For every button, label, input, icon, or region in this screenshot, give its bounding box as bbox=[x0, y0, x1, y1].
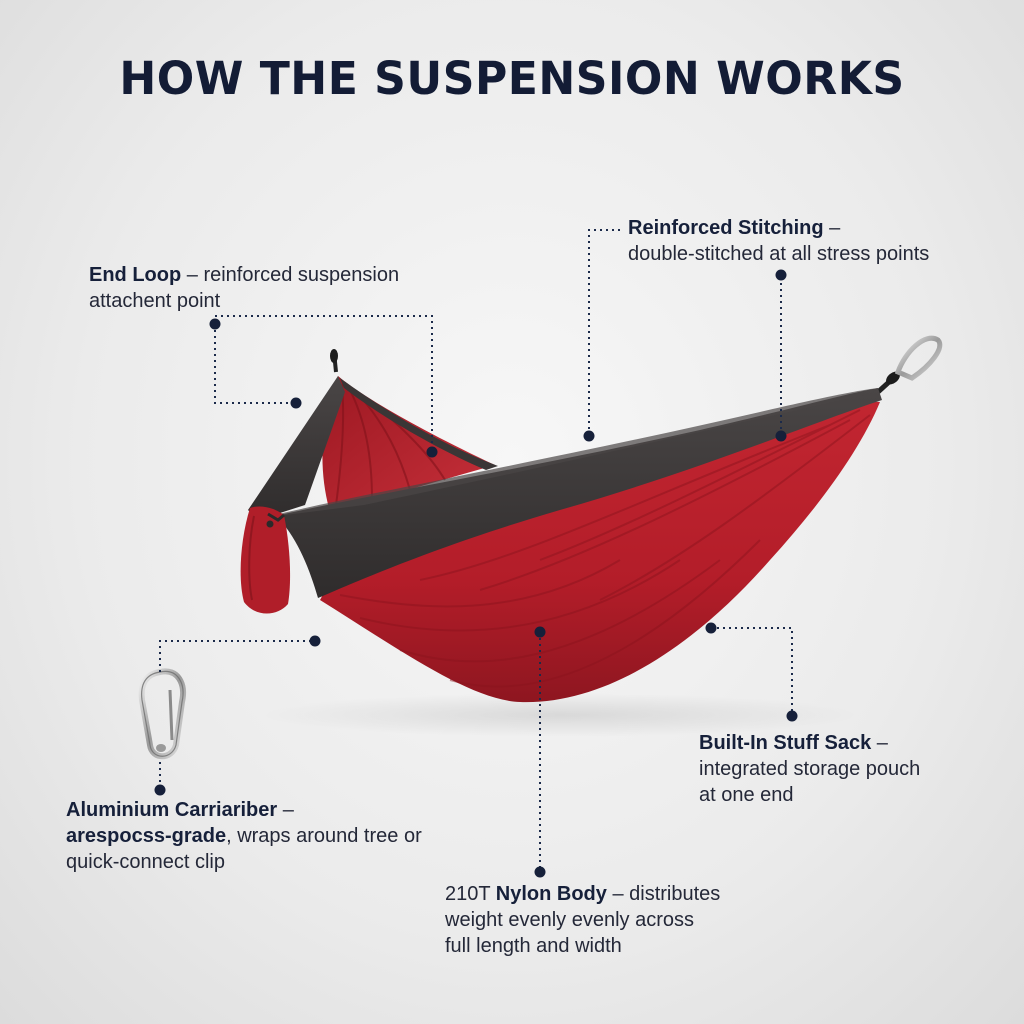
carabiner-grade: arespocss-grade bbox=[66, 825, 227, 847]
stuff-sack-desc-3: at one end bbox=[699, 784, 794, 806]
leader-carabiner bbox=[159, 640, 315, 672]
end-loop-desc-2: attachent point bbox=[89, 290, 221, 312]
callout-reinforced-stitching: Reinforced Stitching – double-stitched a… bbox=[628, 215, 929, 267]
leader-end-loop-a bbox=[214, 324, 296, 404]
stuff-sack-desc-1: – bbox=[871, 732, 888, 754]
nylon-desc-2: weight evenly evenly across bbox=[445, 909, 695, 931]
left-end-cord bbox=[330, 349, 338, 373]
leader-end-loop-b bbox=[215, 315, 433, 450]
stuff-sack bbox=[240, 506, 291, 614]
hammock-gray-hem bbox=[258, 388, 882, 598]
hammock-red-body bbox=[285, 400, 880, 703]
end-loop-desc-1: – reinforced suspension bbox=[181, 264, 400, 286]
callout-carabiner: Aluminium Carriariber – arespocss-grade,… bbox=[66, 797, 422, 875]
leader-dots bbox=[154, 269, 798, 878]
carabiner-desc-3: quick-connect clip bbox=[66, 851, 225, 873]
hammock-left-hem bbox=[248, 376, 345, 520]
carabiner-desc-2: , wraps around tree or bbox=[226, 825, 422, 847]
stitching-desc-2: double-stitched at all stress points bbox=[628, 243, 930, 265]
carabiner-desc-1: – bbox=[277, 799, 294, 821]
page-title: HOW THE SUSPENSION WORKS bbox=[119, 52, 905, 105]
hammock-inner-left bbox=[322, 376, 495, 512]
callout-nylon-body: 210T Nylon Body – distributes weight eve… bbox=[445, 881, 720, 959]
stitching-name: Reinforced Stitching bbox=[628, 217, 824, 239]
leader-lines bbox=[159, 229, 793, 872]
leader-stitching-a bbox=[588, 229, 620, 436]
end-loop-name: End Loop bbox=[89, 264, 182, 286]
right-end-hardware bbox=[876, 335, 943, 394]
callout-stuff-sack: Built-In Stuff Sack – integrated storage… bbox=[699, 730, 920, 808]
body-pleats bbox=[339, 409, 871, 688]
stuff-sack-desc-2: integrated storage pouch bbox=[699, 758, 921, 780]
carabiner-name: Aluminium Carriariber bbox=[66, 799, 278, 821]
stuff-sack-name: Built-In Stuff Sack bbox=[699, 732, 872, 754]
carabiner-icon bbox=[138, 668, 186, 760]
nylon-desc-3: full length and width bbox=[445, 935, 622, 957]
leader-stuff-sack bbox=[711, 627, 793, 716]
callout-end-loop: End Loop – reinforced suspension attache… bbox=[89, 262, 399, 314]
nylon-desc-1: – distributes bbox=[606, 883, 721, 905]
hammock-shadow bbox=[260, 693, 860, 737]
nylon-name: Nylon Body bbox=[495, 883, 607, 905]
nylon-prefix: 210T bbox=[445, 883, 496, 905]
stitching-desc-1: – bbox=[823, 217, 841, 239]
